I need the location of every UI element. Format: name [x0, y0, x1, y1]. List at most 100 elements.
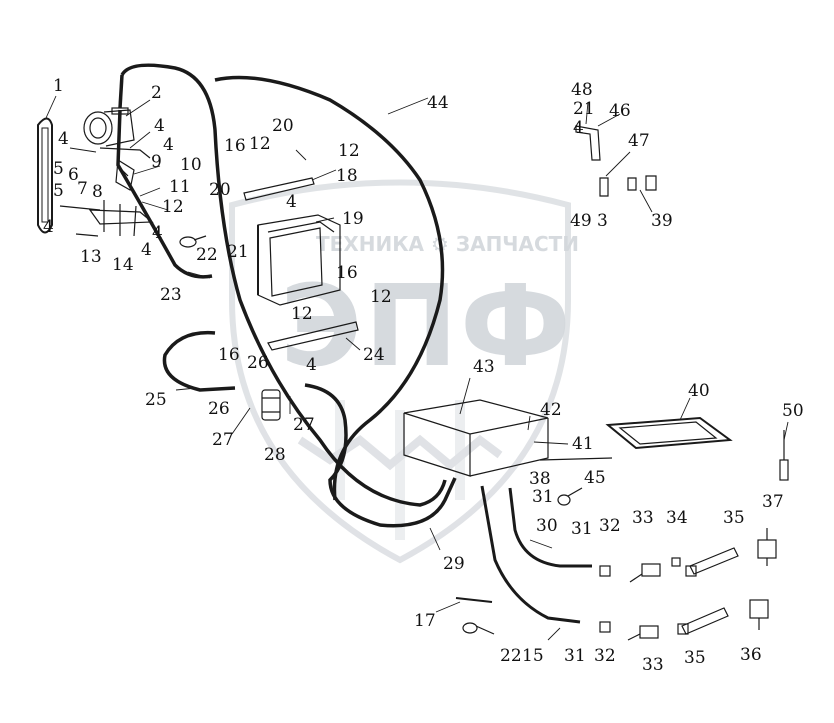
label-27: 27: [212, 430, 234, 450]
fitting-35-bottom: [677, 607, 729, 635]
label-21: 21: [227, 242, 249, 262]
hose-44-right: [214, 75, 445, 501]
clip-39b: [645, 175, 657, 191]
label-4: 4: [154, 116, 165, 136]
clamp-22-top: [179, 235, 207, 248]
label-17: 17: [414, 611, 436, 631]
label-16: 16: [336, 263, 358, 283]
nut-32-bottom: [599, 621, 611, 633]
hose-23: [116, 109, 213, 279]
label-19: 19: [342, 209, 364, 229]
label-49: 49: [570, 211, 592, 231]
watermark-shield: [229, 179, 571, 564]
clamp-45: [557, 487, 583, 506]
label-11: 11: [169, 177, 191, 197]
fitting-35-top: [685, 547, 739, 577]
label-18: 18: [336, 166, 358, 186]
fitting-33-bottom: [627, 625, 659, 641]
label-27: 27: [293, 415, 315, 435]
label-25: 25: [145, 390, 167, 410]
label-4: 4: [58, 129, 69, 149]
label-23: 23: [160, 285, 182, 305]
label-10: 10: [180, 155, 202, 175]
label-39: 39: [651, 211, 673, 231]
label-37: 37: [762, 492, 784, 512]
label-20: 20: [272, 116, 294, 136]
label-45: 45: [584, 468, 606, 488]
label-12: 12: [162, 197, 184, 217]
hose-29: [304, 383, 457, 528]
label-16: 16: [224, 136, 246, 156]
label-40: 40: [688, 381, 710, 401]
label-35: 35: [684, 648, 706, 668]
parts: [37, 63, 789, 641]
hose-44: [120, 63, 447, 507]
condenser-box: [403, 399, 549, 477]
label-36: 36: [740, 645, 762, 665]
label-4: 4: [163, 135, 174, 155]
bracket-46: [575, 125, 601, 161]
label-22: 22: [196, 245, 218, 265]
label-4: 4: [152, 223, 163, 243]
label-46: 46: [609, 101, 631, 121]
label-33: 33: [642, 655, 664, 675]
label-30: 30: [536, 516, 558, 536]
hose-25: [162, 330, 236, 392]
leader-lines: [45, 95, 789, 641]
switch-36: [749, 599, 769, 630]
label-2: 2: [151, 83, 162, 103]
pipe-15: [480, 485, 581, 624]
label-13: 13: [80, 247, 102, 267]
label-26: 26: [208, 399, 230, 419]
clamp-22-bottom: [462, 622, 495, 635]
nut-32-top: [599, 565, 611, 577]
label-4: 4: [141, 240, 152, 260]
label-31: 31: [571, 519, 593, 539]
label-14: 14: [112, 255, 134, 275]
hose-44-upper: [118, 74, 124, 109]
label-16: 16: [218, 345, 240, 365]
label-35: 35: [723, 508, 745, 528]
label-22: 22: [500, 646, 522, 666]
label-32: 32: [599, 516, 621, 536]
watermark-brand-text: ТЕХНИКА ⚙ ЗАПЧАСТИ: [316, 232, 580, 256]
label-4: 4: [43, 217, 54, 237]
bracket-18: [243, 177, 315, 201]
label-31: 31: [564, 646, 586, 666]
label-5: 5: [53, 181, 64, 201]
label-7: 7: [77, 179, 88, 199]
label-12: 12: [291, 304, 313, 324]
label-12: 12: [338, 141, 360, 161]
washer-34: [671, 557, 681, 567]
label-12: 12: [370, 287, 392, 307]
label-41: 41: [572, 434, 594, 454]
label-28: 28: [264, 445, 286, 465]
evaporator-unit: [257, 214, 341, 306]
drive-belt: [37, 117, 53, 234]
label-4: 4: [306, 355, 317, 375]
label-3: 3: [597, 211, 608, 231]
label-42: 42: [540, 400, 562, 420]
label-34: 34: [666, 508, 688, 528]
switch-37: [757, 528, 777, 566]
label-38: 38: [529, 469, 551, 489]
label-29: 29: [443, 554, 465, 574]
receiver-drier: [261, 389, 281, 421]
label-33: 33: [632, 508, 654, 528]
label-24: 24: [363, 345, 385, 365]
label-47: 47: [628, 131, 650, 151]
label-5: 5: [53, 159, 64, 179]
label-50: 50: [782, 401, 804, 421]
label-1: 1: [53, 76, 64, 96]
label-26: 26: [247, 353, 269, 373]
label-9: 9: [151, 152, 162, 172]
label-44: 44: [427, 93, 449, 113]
fitting-33-top: [629, 563, 661, 583]
label-21: 21: [573, 99, 595, 119]
part-47: [599, 177, 609, 197]
label-20: 20: [209, 180, 231, 200]
cable-tie-17: [455, 597, 493, 603]
bracket-24: [267, 321, 359, 351]
